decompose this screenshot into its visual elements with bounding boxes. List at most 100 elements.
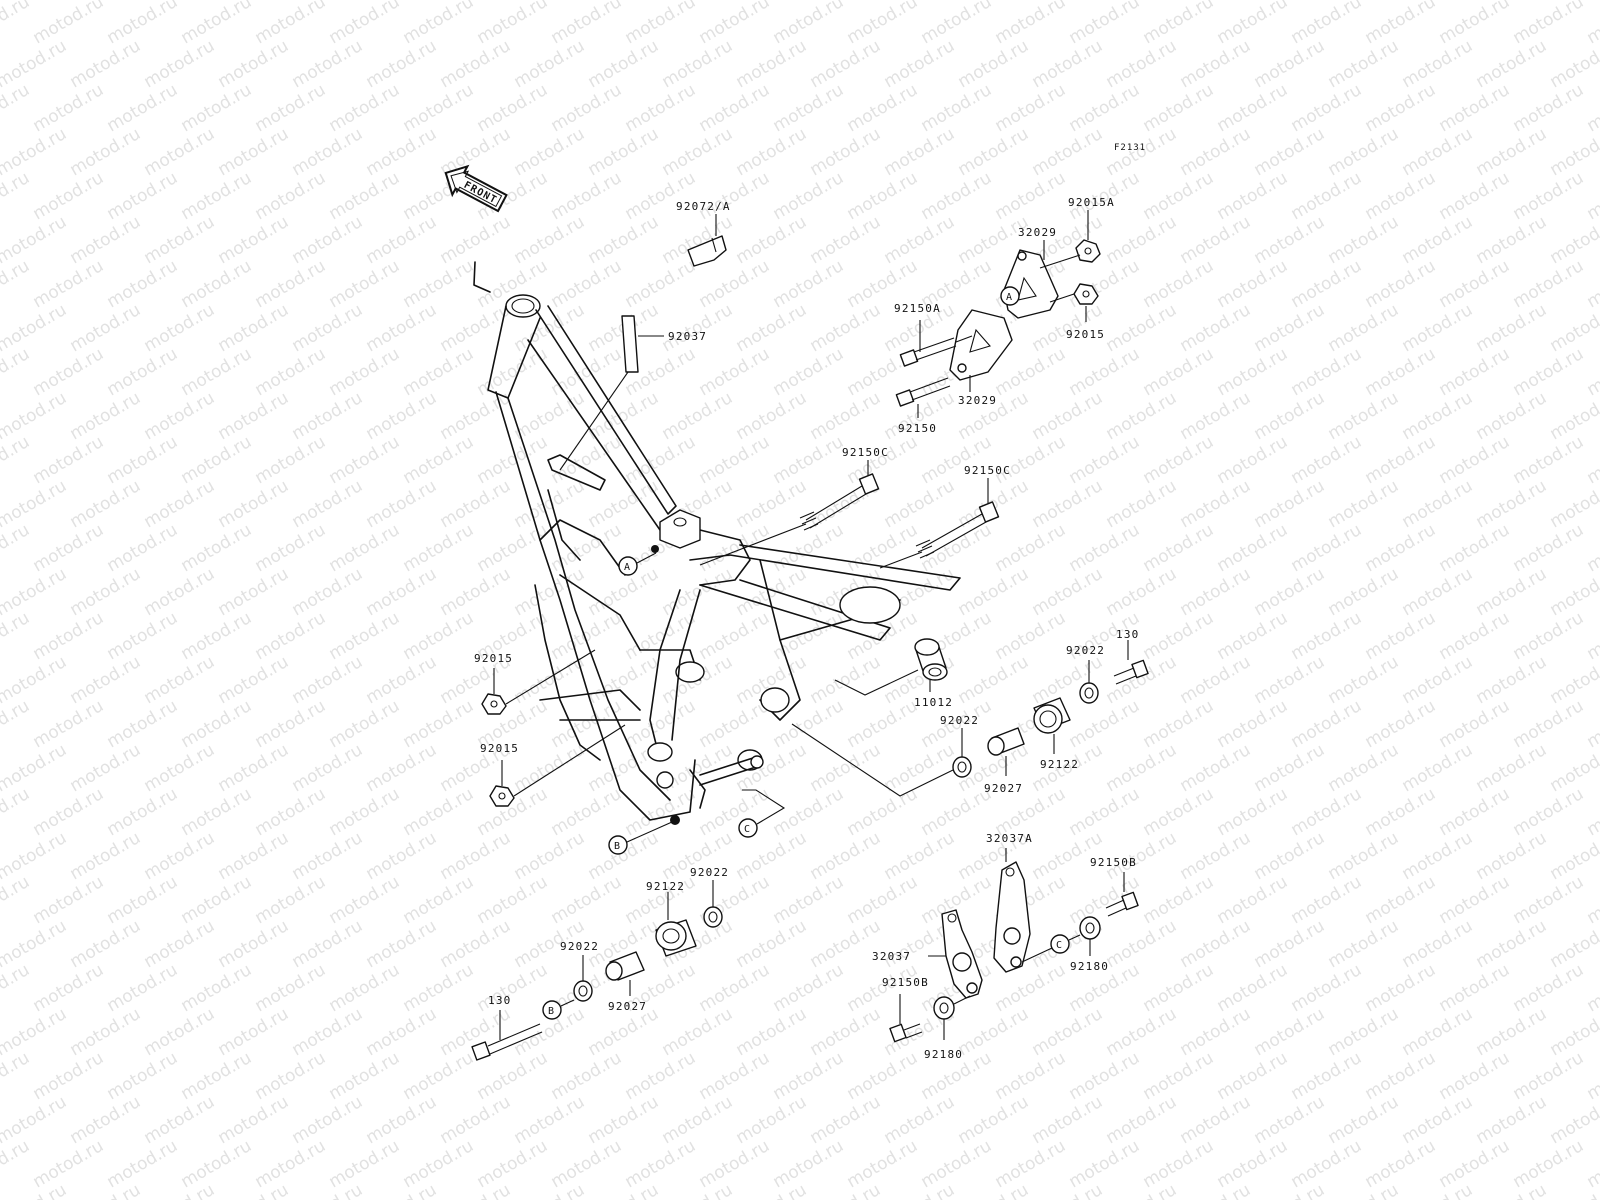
label-92022-b: 92022 xyxy=(940,714,979,727)
watermark-text: motod.ru xyxy=(326,344,404,400)
watermark-text: motod.ru xyxy=(141,1004,219,1060)
watermark-text: motod.ru xyxy=(1436,872,1514,928)
watermark-text: motod.ru xyxy=(1362,608,1440,664)
watermark-text: motod.ru xyxy=(585,388,663,444)
watermark-text: motod.ru xyxy=(733,212,811,268)
watermark-text: motod.ru xyxy=(67,300,145,356)
watermark-text: motod.ru xyxy=(511,740,589,796)
watermark-text: motod.ru xyxy=(104,520,182,576)
watermark-text: motod.ru xyxy=(1436,0,1514,48)
watermark-text: motod.ru xyxy=(1473,1004,1551,1060)
watermark-text: motod.ru xyxy=(733,1092,811,1148)
part-92180-washer-b xyxy=(933,995,971,1040)
watermark-text: motod.ru xyxy=(1288,1136,1366,1192)
watermark-text: motod.ru xyxy=(622,80,700,136)
svg-text:A: A xyxy=(624,562,630,573)
watermark-text: motod.ru xyxy=(363,212,441,268)
watermark-text: motod.ru xyxy=(1436,256,1514,312)
watermark-text: motod.ru xyxy=(30,256,108,312)
watermark-text: motod.ru xyxy=(511,36,589,92)
watermark-text: motod.ru xyxy=(1029,476,1107,532)
watermark-text: motod.ru xyxy=(1510,256,1588,312)
watermark-text: motod.ru xyxy=(1436,784,1514,840)
watermark-text: motod.ru xyxy=(1510,520,1588,576)
watermark-text: motod.ru xyxy=(696,168,774,224)
watermark-text: motod.ru xyxy=(585,828,663,884)
watermark-text: motod.ru xyxy=(1140,520,1218,576)
label-32037A: 32037A xyxy=(986,832,1033,845)
watermark-text: motod.ru xyxy=(733,124,811,180)
watermark-text: motod.ru xyxy=(178,256,256,312)
watermark-text: motod.ru xyxy=(844,432,922,488)
watermark-text: motod.ru xyxy=(1325,564,1403,620)
watermark-text: motod.ru xyxy=(1029,1004,1107,1060)
watermark-text: motod.ru xyxy=(733,36,811,92)
watermark-text: motod.ru xyxy=(141,740,219,796)
watermark-text: motod.ru xyxy=(363,828,441,884)
watermark-text: motod.ru xyxy=(1288,0,1366,48)
watermark-text: motod.ru xyxy=(1251,1092,1329,1148)
watermark-text: motod.ru xyxy=(215,388,293,444)
watermark-text: motod.ru xyxy=(326,608,404,664)
label-92027-a: 92027 xyxy=(984,782,1023,795)
watermark-text: motod.ru xyxy=(30,0,108,48)
label-92072A: 92072/A xyxy=(676,200,731,213)
watermark-text: motod.ru xyxy=(30,168,108,224)
watermark-text: motod.ru xyxy=(1177,476,1255,532)
watermark-text: motod.ru xyxy=(289,828,367,884)
label-32037: 32037 xyxy=(872,950,911,963)
watermark-text: motod.ru xyxy=(807,36,885,92)
watermark-text: motod.ru xyxy=(1288,80,1366,136)
watermark-text: motod.ru xyxy=(289,740,367,796)
label-92122-b: 92122 xyxy=(646,880,685,893)
watermark-text: motod.ru xyxy=(1140,432,1218,488)
ref-A-frame: A xyxy=(618,552,657,576)
watermark-text: motod.ru xyxy=(1325,828,1403,884)
watermark-text: motod.ru xyxy=(252,256,330,312)
watermark-text: motod.ru xyxy=(1029,124,1107,180)
watermark-text: motod.ru xyxy=(252,696,330,752)
watermark-text: motod.ru xyxy=(1584,1136,1600,1192)
label-92150C-1: 92150C xyxy=(842,446,889,459)
watermark-text: motod.ru xyxy=(1362,432,1440,488)
svg-text:B: B xyxy=(614,841,620,852)
watermark-text: motod.ru xyxy=(1325,1004,1403,1060)
label-92027-b: 92027 xyxy=(608,1000,647,1013)
watermark-text: motod.ru xyxy=(1140,344,1218,400)
watermark-text: motod.ru xyxy=(326,1136,404,1192)
watermark-text: motod.ru xyxy=(622,256,700,312)
watermark-text: motod.ru xyxy=(289,1092,367,1148)
part-92180-washer-a xyxy=(1079,916,1101,956)
watermark-text: motod.ru xyxy=(1510,168,1588,224)
watermark-text: motod.ru xyxy=(437,916,515,972)
watermark-text: motod.ru xyxy=(178,344,256,400)
watermark-text: motod.ru xyxy=(30,608,108,664)
watermark-text: motod.ru xyxy=(696,608,774,664)
watermark-text: motod.ru xyxy=(1362,872,1440,928)
watermark-text: motod.ru xyxy=(141,828,219,884)
watermark-text: motod.ru xyxy=(992,0,1070,48)
label-92022-a: 92022 xyxy=(1066,644,1105,657)
watermark-text: motod.ru xyxy=(1473,212,1551,268)
watermark-text: motod.ru xyxy=(67,1180,145,1200)
watermark-text: motod.ru xyxy=(30,520,108,576)
watermark-text: motod.ru xyxy=(1251,1180,1329,1200)
watermark-text: motod.ru xyxy=(0,916,70,972)
watermark-text: motod.ru xyxy=(585,1092,663,1148)
watermark-text: motod.ru xyxy=(1066,1048,1144,1104)
watermark-text: motod.ru xyxy=(511,388,589,444)
watermark-text: motod.ru xyxy=(178,696,256,752)
watermark-text: motod.ru xyxy=(326,0,404,48)
watermark-text: motod.ru xyxy=(881,476,959,532)
watermark-text: motod.ru xyxy=(67,1092,145,1148)
watermark-text: motod.ru xyxy=(0,740,70,796)
watermark-text: motod.ru xyxy=(1066,0,1144,48)
label-92150A: 92150A xyxy=(894,302,941,315)
watermark-text: motod.ru xyxy=(844,872,922,928)
watermark-text: motod.ru xyxy=(1288,784,1366,840)
part-92150B-bolt-b xyxy=(889,994,923,1043)
watermark-text: motod.ru xyxy=(0,652,70,708)
watermark-text: motod.ru xyxy=(1399,564,1477,620)
watermark-text: motod.ru xyxy=(1510,1136,1588,1192)
watermark-text: motod.ru xyxy=(1177,828,1255,884)
